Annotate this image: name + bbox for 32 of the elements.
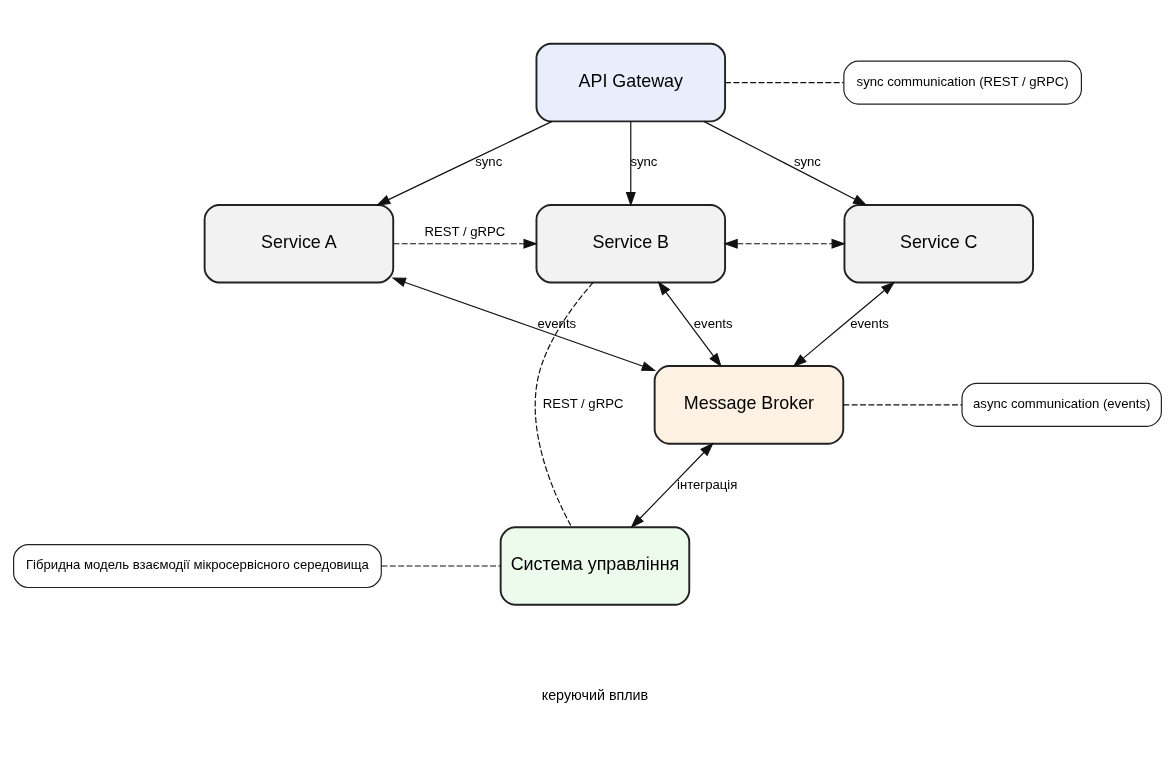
node-box: Service C: [843, 203, 1034, 283]
label: керуючий вплив: [541, 686, 649, 703]
node-box: async communication (events): [961, 382, 1162, 427]
connector: [842, 403, 963, 405]
edge-label: events: [693, 315, 733, 331]
arrow: [792, 280, 896, 367]
node-box: sync communication (REST / gRPC): [843, 60, 1082, 105]
arrow: [625, 120, 636, 206]
node-box: Service A: [203, 203, 395, 283]
node-box: API Gateway: [535, 42, 727, 122]
connector: [380, 564, 501, 567]
arrow: [657, 280, 722, 367]
edge-label: sync: [630, 153, 658, 169]
connector: [534, 281, 594, 528]
edge-label: REST / gRPC: [424, 223, 506, 239]
arrow: [391, 277, 657, 371]
node-box: Service B: [535, 203, 727, 283]
connector: [724, 81, 844, 83]
arrow: [630, 441, 714, 528]
node-box: Message Broker: [653, 364, 845, 445]
node-box: Гібридна модель взаємодії мікросервісного середовища: [13, 543, 382, 588]
edge-label: events: [850, 315, 889, 331]
edge-label: sync: [475, 153, 503, 169]
node-box: Система управління: [499, 525, 691, 606]
edge-label: REST / gRPC: [542, 395, 624, 411]
arrow: [723, 238, 846, 249]
arrow: [703, 120, 868, 206]
edge-label: events: [537, 315, 577, 331]
arrow: [375, 120, 553, 206]
edge-label: sync: [793, 153, 821, 169]
arrow: [392, 238, 538, 249]
edge-label: інтеграція: [677, 476, 738, 492]
